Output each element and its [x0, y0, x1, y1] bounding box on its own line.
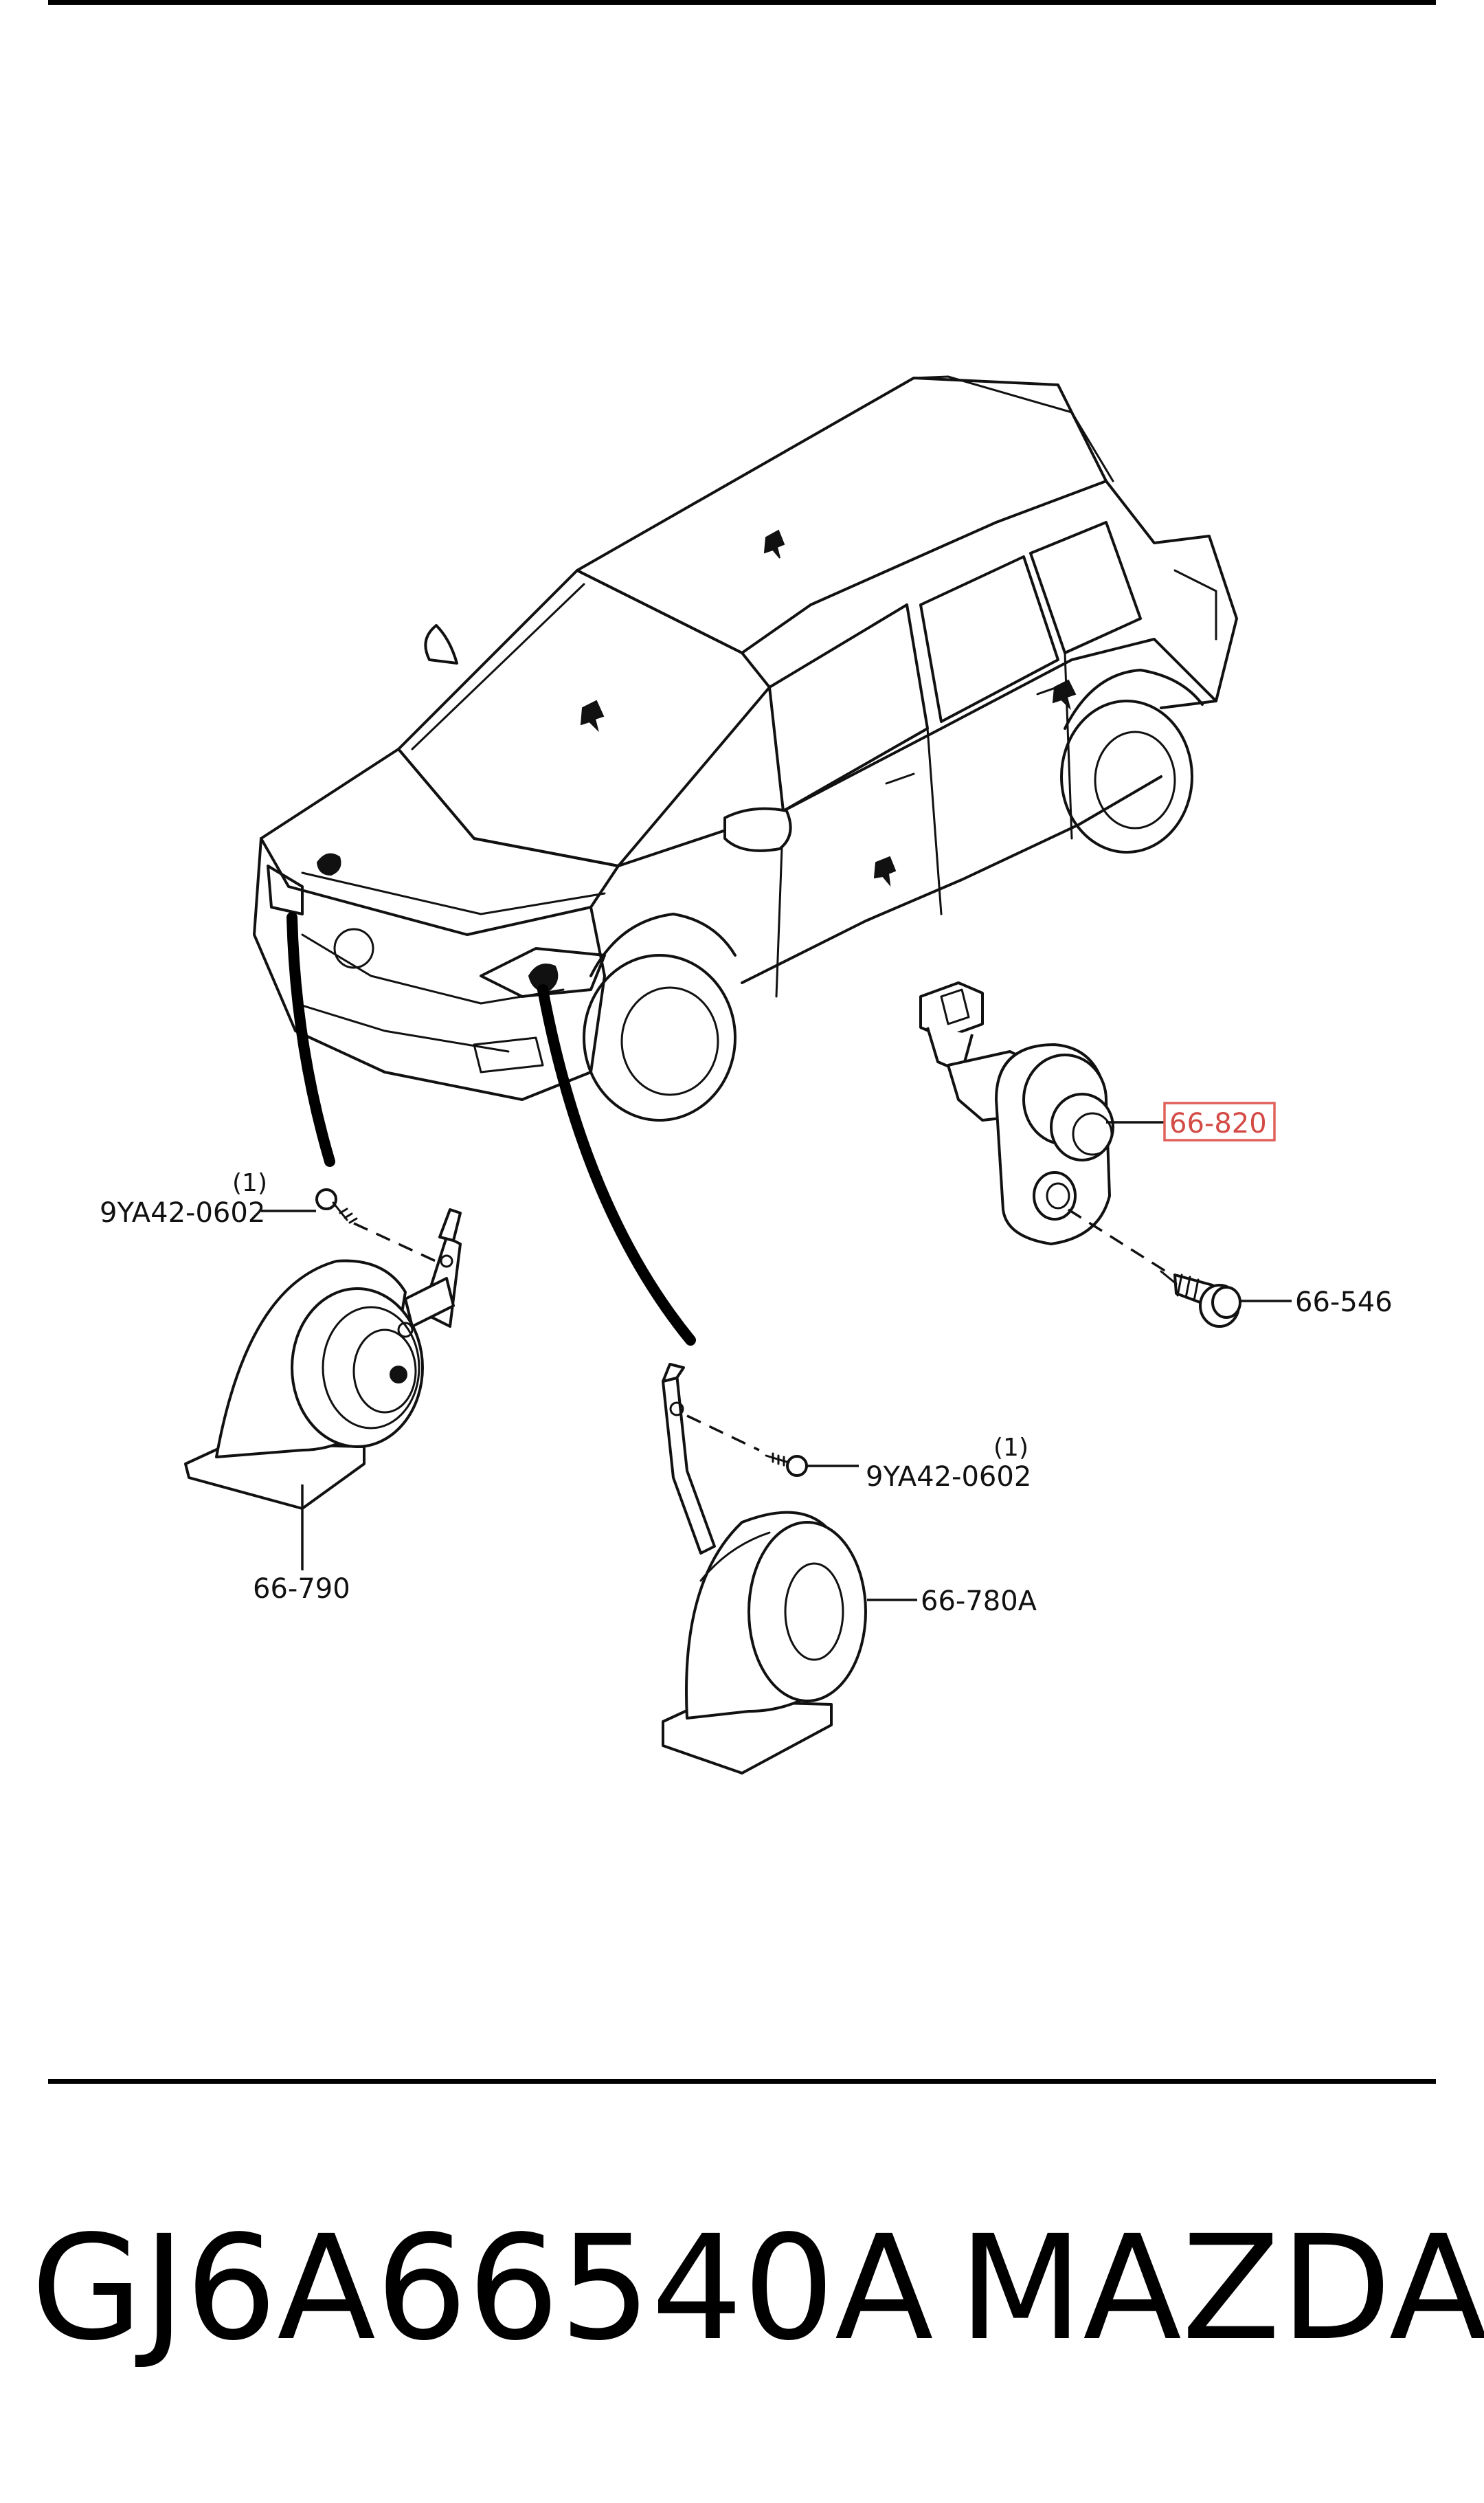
- label-bolt-high-qty: (1): [993, 1434, 1028, 1462]
- label-door-switch: 66-820: [1169, 1108, 1267, 1139]
- label-bolt-high: 9YA42-0602: [866, 1461, 1031, 1493]
- callout-line-low-horn: [286, 912, 335, 1167]
- bolt-high-dash: [686, 1414, 760, 1451]
- bolt-low-dash: [353, 1222, 444, 1266]
- screw-dash: [1068, 1208, 1172, 1276]
- horn-low-drawing: [184, 1208, 462, 1510]
- callout-line-high-horn: [537, 984, 696, 1346]
- door-switch-drawing: [919, 981, 1114, 1245]
- label-horn-low: 66-790: [253, 1573, 350, 1605]
- location-markers: [316, 529, 1077, 992]
- top-rule: [48, 0, 1436, 5]
- vehicle-outline: [253, 375, 1238, 1122]
- horn-high-drawing: [662, 1363, 867, 1775]
- caption-brand: MAZDA: [958, 2204, 1484, 2372]
- label-screw: 66-546: [1295, 1287, 1393, 1318]
- label-bolt-low: 9YA42-0602: [100, 1197, 265, 1229]
- label-horn-high: 66-780A: [921, 1586, 1037, 1617]
- screw-drawing: [1160, 1270, 1241, 1328]
- caption-part-number: GJ6A66540A: [31, 2204, 934, 2372]
- door-switch-highlight: [1163, 1102, 1276, 1142]
- bolt-low-horn: [315, 1188, 358, 1224]
- label-bolt-low-qty: (1): [232, 1169, 267, 1197]
- bottom-rule: [48, 2079, 1436, 2084]
- bolt-high-horn: [765, 1452, 808, 1477]
